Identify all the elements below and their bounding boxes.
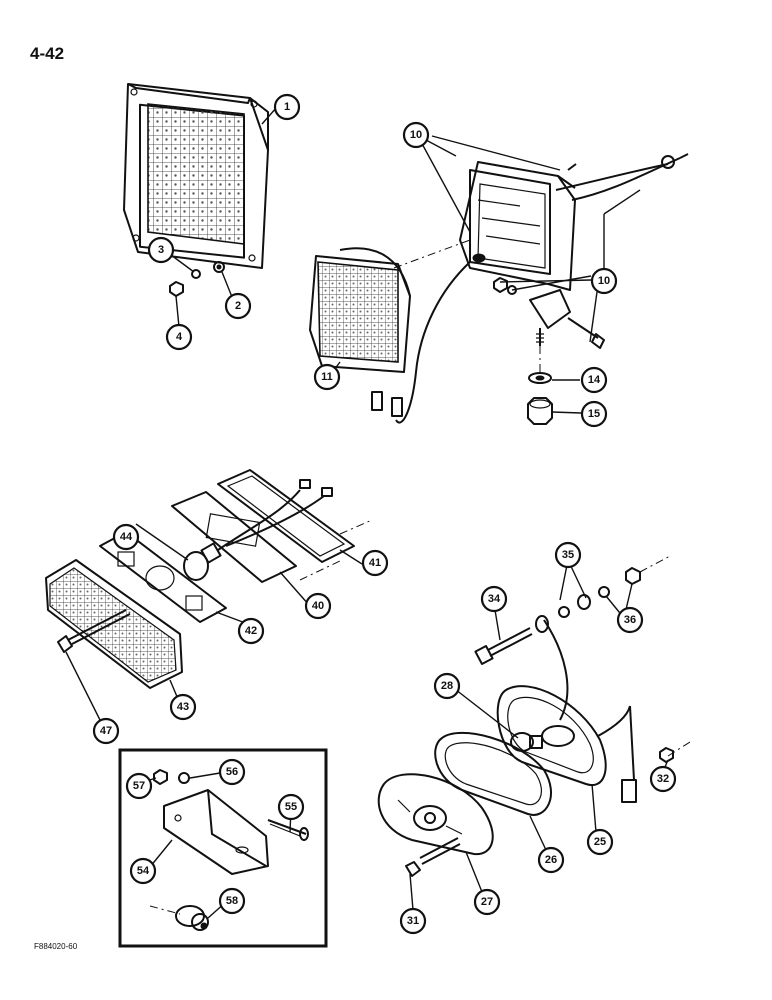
svg-text:25: 25: [594, 836, 606, 848]
svg-text:31: 31: [407, 915, 419, 927]
svg-text:41: 41: [369, 557, 381, 569]
svg-text:10: 10: [598, 275, 610, 287]
svg-text:3: 3: [158, 244, 164, 256]
svg-text:1: 1: [284, 101, 290, 113]
svg-text:57: 57: [133, 780, 145, 792]
lamp-screw-47: [57, 609, 131, 653]
callout-31: 31: [399, 907, 427, 935]
callout-25: 25: [586, 828, 614, 856]
svg-text:34: 34: [488, 593, 501, 605]
callout-3: 3: [147, 236, 175, 264]
page-number: 4-42: [30, 44, 65, 63]
svg-text:2: 2: [235, 300, 241, 312]
work-lamp-wiring: [371, 153, 689, 424]
callout-58: 58: [218, 887, 246, 915]
svg-text:11: 11: [321, 371, 333, 383]
callout-4: 4: [165, 323, 193, 351]
callout-57: 57: [125, 772, 153, 800]
oval-lamp-gasket-26: [434, 731, 552, 816]
svg-text:47: 47: [100, 725, 112, 737]
callout-32: 32: [649, 765, 677, 793]
svg-text:42: 42: [245, 625, 257, 637]
oval-lamp-housing-25: [496, 619, 637, 803]
callout-55: 55: [277, 793, 305, 821]
lamp-lens-43: [45, 559, 183, 689]
callout-41: 41: [361, 549, 389, 577]
callout-27: 27: [473, 888, 501, 916]
svg-text:44: 44: [120, 531, 133, 543]
callout-35: 35: [554, 541, 582, 569]
work-lamp-lens-11: [309, 247, 411, 373]
callout-28: 28: [433, 672, 461, 700]
callout-2: 2: [224, 292, 252, 320]
flood-nut-washer-set: [169, 261, 225, 297]
figure-code: F884020-60: [34, 942, 78, 951]
callout-10-b: 10: [590, 267, 618, 295]
svg-text:58: 58: [226, 895, 238, 907]
svg-text:54: 54: [137, 865, 150, 877]
svg-text:55: 55: [285, 801, 297, 813]
callout-10-a: 10: [402, 121, 430, 149]
svg-text:28: 28: [441, 680, 453, 692]
work-lamp-housing: [459, 161, 576, 291]
callout-11: 11: [313, 363, 341, 391]
callout-14: 14: [580, 366, 608, 394]
svg-text:32: 32: [657, 773, 669, 785]
lamp-housing-41: [217, 469, 355, 563]
inset-panel: [118, 748, 328, 948]
oval-lamp-lens-27: [377, 773, 494, 856]
callout-1: 1: [273, 93, 301, 121]
svg-text:26: 26: [545, 854, 557, 866]
callout-34: 34: [480, 585, 508, 613]
svg-text:14: 14: [588, 374, 601, 386]
callout-26: 26: [537, 846, 565, 874]
callout-40: 40: [304, 592, 332, 620]
svg-text:4: 4: [176, 331, 183, 343]
svg-text:43: 43: [177, 701, 189, 713]
callout-54: 54: [129, 857, 157, 885]
oval-lamp-bolt-34: [405, 567, 674, 877]
svg-text:36: 36: [624, 614, 636, 626]
lamp-reflector-40: [171, 491, 297, 583]
svg-text:27: 27: [481, 896, 493, 908]
svg-text:56: 56: [226, 766, 238, 778]
floodlight-lamp-1: [123, 83, 269, 269]
callout-36: 36: [616, 606, 644, 634]
svg-text:10: 10: [410, 129, 422, 141]
callout-15: 15: [580, 400, 608, 428]
callout-56: 56: [218, 758, 246, 786]
svg-text:35: 35: [562, 549, 574, 561]
svg-text:15: 15: [588, 408, 600, 420]
svg-text:40: 40: [312, 600, 324, 612]
callout-42: 42: [237, 617, 265, 645]
lamp-bulb-44: [183, 479, 333, 581]
callout-47: 47: [92, 717, 120, 745]
work-lamp-bracket-hardware: [493, 163, 605, 425]
callout-43: 43: [169, 693, 197, 721]
callout-44: 44: [112, 523, 140, 551]
